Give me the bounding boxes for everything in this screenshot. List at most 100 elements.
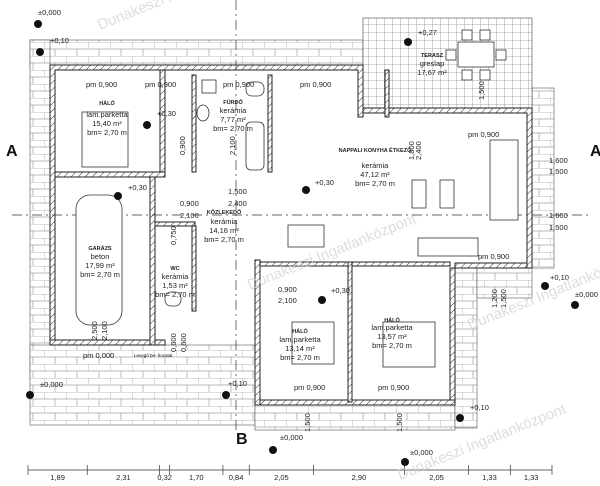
room-height: bm= 2,70 m xyxy=(280,353,320,362)
dim-label: 2,100 xyxy=(180,211,199,220)
room-garazs: GARÁZS beton 17,99 m² bm= 2,70 m xyxy=(80,245,120,279)
opening-labels: pm 0,900 pm 0,900 pm 0,900 pm 0,900 pm 0… xyxy=(83,80,568,432)
section-mark-a-left: A xyxy=(6,143,18,160)
dimension-label: 2,31 xyxy=(116,473,131,482)
room-floor: lam.parketta xyxy=(86,110,128,119)
room-halo-2: HÁLÓ lam.parketta 13,14 m² bm= 2,70 m xyxy=(279,327,321,362)
room-floor: kerámia xyxy=(362,161,390,170)
room-height: bm= 2,70 m xyxy=(372,341,412,350)
room-floor: kerámia xyxy=(211,217,239,226)
room-name: WC xyxy=(170,266,179,272)
elevation-label: +0,10 xyxy=(550,273,569,282)
room-height: bm= 2,70 m xyxy=(355,179,395,188)
dim-label: 1,800 xyxy=(407,141,416,160)
room-area: 7,77 m² xyxy=(220,115,246,124)
room-area: 13,14 m² xyxy=(285,344,315,353)
elevation-label: +0,30 xyxy=(128,183,147,192)
dimension-label: 1,33 xyxy=(524,473,539,482)
room-area: 15,40 m² xyxy=(92,119,122,128)
dim-label: 1,500 xyxy=(499,289,508,308)
dim-label: 1,500 xyxy=(395,413,404,432)
dim-label: 1,500 xyxy=(477,81,486,100)
room-floor: kerámia xyxy=(220,106,248,115)
room-name: KÖZLEKEDŐ xyxy=(207,209,242,216)
section-mark-b: B xyxy=(236,431,248,448)
room-area: 17,67 m² xyxy=(417,68,447,77)
room-halo-1: HÁLÓ lam.parketta 15,40 m² bm= 2,70 m xyxy=(86,99,128,137)
dim-label: 2,100 xyxy=(228,136,237,155)
dim-label: 0,600 xyxy=(169,333,178,352)
dim-label: 1,500 xyxy=(549,167,568,176)
room-furdo: FÜRDŐ kerámia 7,77 m² bm= 2,70 m xyxy=(213,99,253,133)
dimension-label: 1,33 xyxy=(482,473,497,482)
dimension-label: 0,32 xyxy=(157,473,172,482)
room-nappali: NAPPALI KONYHA ÉTKEZŐ kerámia 47,12 m² b… xyxy=(339,146,412,188)
room-area: 13,57 m² xyxy=(377,332,407,341)
room-wc: WC kerámia 1,53 m² bm= 2,70 m xyxy=(155,266,195,299)
dim-label: 2,500 xyxy=(90,321,99,340)
dimension-label: 1,70 xyxy=(189,473,204,482)
dim-label: 1,500 xyxy=(228,187,247,196)
dim-label: 1,600 xyxy=(549,156,568,165)
dimension-label: 2,05 xyxy=(429,473,444,482)
section-mark-a-right: A xyxy=(590,143,600,160)
dim-label: 1,500 xyxy=(303,413,312,432)
room-floor: kerámia xyxy=(162,272,190,281)
sill-label: pm 0,900 xyxy=(294,383,325,392)
dimension-label: 0,84 xyxy=(229,473,244,482)
elevation-label: ±0,000 xyxy=(38,8,61,17)
room-kozlekedo: KÖZLEKEDŐ kerámia 14,16 m² bm= 2,70 m xyxy=(204,209,244,244)
room-name: GARÁZS xyxy=(88,245,112,252)
dimension-label: 2,90 xyxy=(352,473,367,482)
elevation-label: +0,10 xyxy=(228,379,247,388)
elevation-label: +0,27 xyxy=(418,28,437,37)
elevation-label: ±0,000 xyxy=(40,380,63,389)
sill-label: pm 0,900 xyxy=(468,130,499,139)
room-area: 1,53 m² xyxy=(162,281,188,290)
vent-note: Levegő be- hozatal xyxy=(134,353,172,358)
room-name: HÁLÓ xyxy=(384,316,400,324)
dim-label: 1,600 xyxy=(549,211,568,220)
room-name: HÁLÓ xyxy=(99,99,115,107)
sill-label: pm 0,900 xyxy=(223,80,254,89)
elevation-label: ±0,000 xyxy=(575,290,598,299)
room-height: bm= 2,70 m xyxy=(155,290,195,299)
room-area: 14,16 m² xyxy=(209,226,239,235)
dim-label: 0,900 xyxy=(278,285,297,294)
room-name: HÁLÓ xyxy=(292,327,308,335)
room-halo-3: HÁLÓ lam.parketta 13,57 m² bm= 2,70 m xyxy=(371,316,413,350)
elevation-label: +0,30 xyxy=(157,109,176,118)
dimension-label: 2,05 xyxy=(274,473,289,482)
dim-label: 2,100 xyxy=(100,321,109,340)
room-height: bm= 2,70 m xyxy=(87,128,127,137)
elevation-label: ±0,000 xyxy=(280,433,303,442)
room-height: bm= 2,70 m xyxy=(204,235,244,244)
room-height: bm= 2,70 m xyxy=(80,270,120,279)
dim-label: 0,750 xyxy=(169,226,178,245)
room-name: TERASZ xyxy=(421,53,444,59)
elevation-markers: ±0,000 +0,10 +0,30 +0,30 +0,27 +0,30 +0,… xyxy=(26,8,598,466)
room-area: 17,99 m² xyxy=(85,261,115,270)
sill-label: pm 0,900 xyxy=(300,80,331,89)
watermark: Dunakeszi Ingatlanközpont xyxy=(95,0,269,34)
elevation-label: +0,10 xyxy=(50,36,69,45)
paving xyxy=(29,39,555,431)
room-floor: lam.parketta xyxy=(279,335,321,344)
sill-label: pm 0,900 xyxy=(478,252,509,261)
room-height: bm= 2,70 m xyxy=(213,124,253,133)
elevation-label: +0,30 xyxy=(331,286,350,295)
sill-label: pm 0,900 xyxy=(86,80,117,89)
room-terasz: TERASZ greslap 17,67 m² xyxy=(417,53,447,77)
elevation-label: ±0,000 xyxy=(410,448,433,457)
sill-label: pm 0,900 xyxy=(145,80,176,89)
room-name: FÜRDŐ xyxy=(223,99,243,106)
furniture xyxy=(75,29,519,368)
dim-label: 0,900 xyxy=(178,136,187,155)
room-floor: lam.parketta xyxy=(371,323,413,332)
sill-label: pm 0,900 xyxy=(378,383,409,392)
dim-label: 2,400 xyxy=(414,141,423,160)
room-floor: greslap xyxy=(420,59,445,68)
dim-label: 2,100 xyxy=(278,296,297,305)
